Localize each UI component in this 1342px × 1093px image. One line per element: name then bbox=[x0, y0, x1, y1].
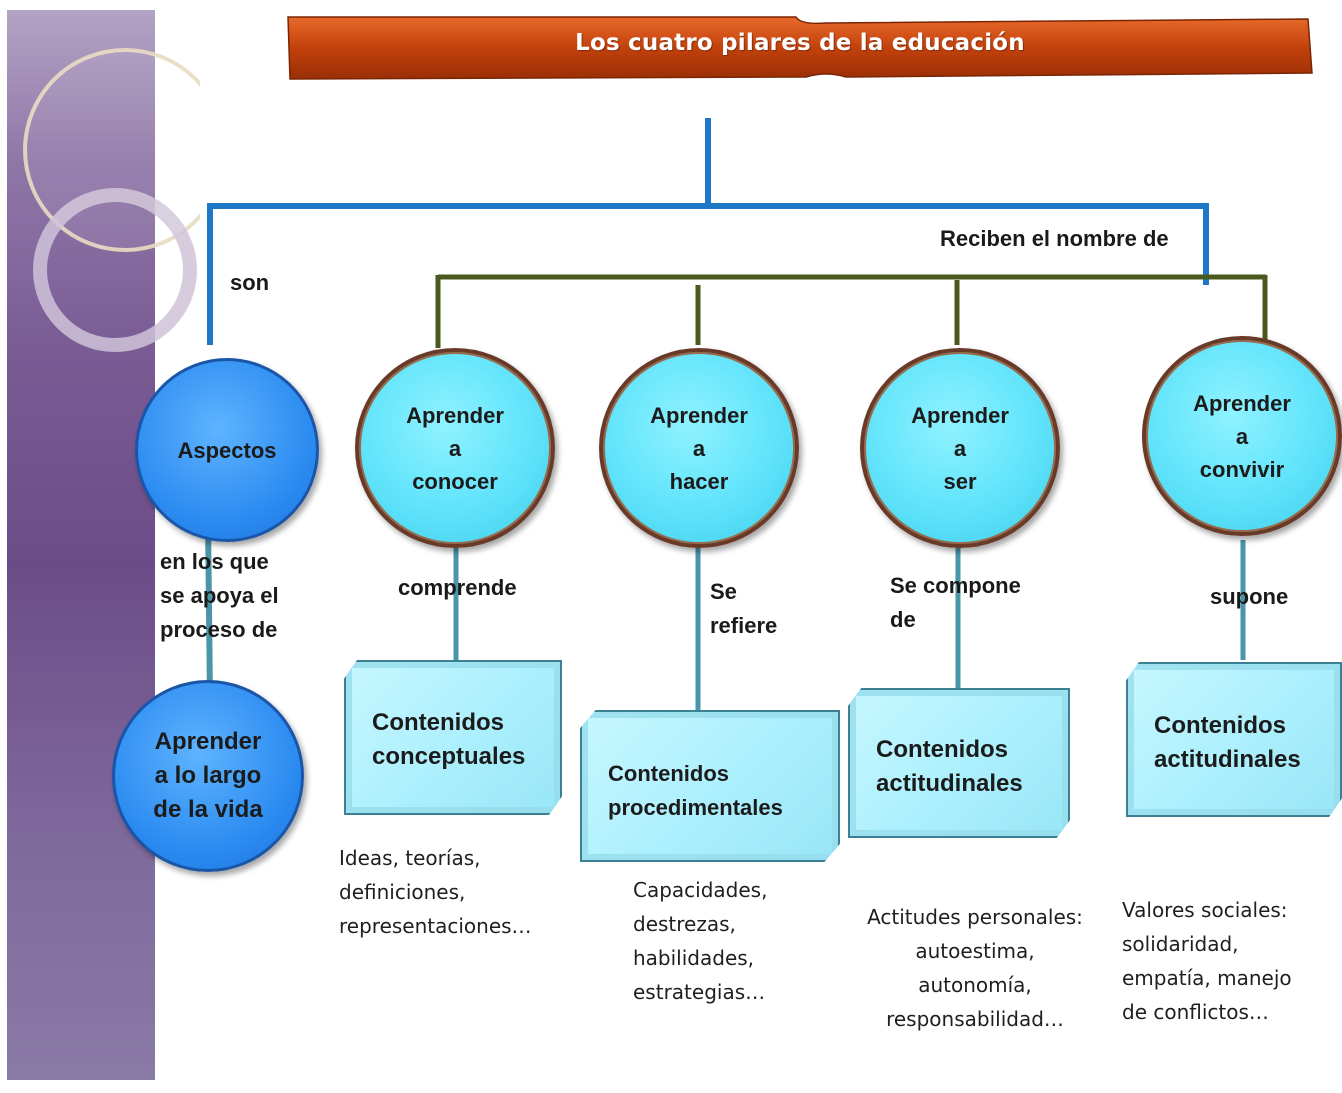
pillar-hacer: Aprender a hacer bbox=[599, 348, 799, 548]
label-reciben: Reciben el nombre de bbox=[940, 226, 1169, 251]
pillar-conocer-label: Aprender a conocer bbox=[406, 402, 504, 494]
content-box-actitudinales-convivir bbox=[1126, 662, 1342, 817]
description-hacer: Capacidades, destrezas, habilidades, est… bbox=[633, 878, 768, 1004]
content-box-actitudinales-convivir-label: Contenidos actitudinales bbox=[1154, 712, 1301, 773]
pillar-hacer-label: Aprender a hacer bbox=[650, 402, 748, 494]
aspectos-node: Aspectos bbox=[135, 358, 319, 542]
decorative-arcs bbox=[23, 48, 200, 352]
label-comprende: comprende bbox=[398, 575, 517, 600]
content-box-conceptuales-label: Contenidos conceptuales bbox=[372, 709, 526, 770]
label-se-compone: Se compone de bbox=[890, 573, 1021, 632]
content-box-procedimentales-label: Contenidos procedimentales bbox=[608, 761, 783, 820]
content-box-conceptuales bbox=[344, 660, 562, 815]
label-son: son bbox=[230, 270, 270, 295]
pillar-convivir-label: Aprender a convivir bbox=[1193, 390, 1291, 482]
description-convivir: Valores sociales: solidaridad, empatía, … bbox=[1122, 898, 1292, 1024]
label-supone: supone bbox=[1210, 584, 1289, 609]
description-conocer: Ideas, teorías, definiciones, representa… bbox=[339, 846, 532, 938]
pillar-ser-label: Aprender a ser bbox=[911, 402, 1009, 494]
aspectos-label: Aspectos bbox=[177, 437, 277, 463]
content-box-actitudinales-ser bbox=[848, 688, 1070, 838]
pillar-ser: Aprender a ser bbox=[860, 348, 1060, 548]
content-box-actitudinales-ser-label: Contenidos actitudinales bbox=[876, 736, 1023, 797]
lifelong-learning-label: Aprender a lo largo de la vida bbox=[153, 728, 263, 823]
label-se-refiere: Se refiere bbox=[710, 579, 778, 638]
content-box-procedimentales bbox=[580, 710, 840, 862]
diagram-title: Los cuatro pilares de la educación bbox=[575, 30, 1025, 56]
lifelong-learning-node: Aprender a lo largo de la vida bbox=[112, 680, 304, 872]
label-en-los-que: en los que se apoya el proceso de bbox=[160, 549, 279, 642]
title-banner bbox=[287, 16, 1313, 80]
pillar-convivir: Aprender a convivir bbox=[1142, 336, 1342, 536]
description-ser: Actitudes personales: autoestima, autono… bbox=[867, 905, 1083, 1031]
pillar-conocer: Aprender a conocer bbox=[355, 348, 555, 548]
